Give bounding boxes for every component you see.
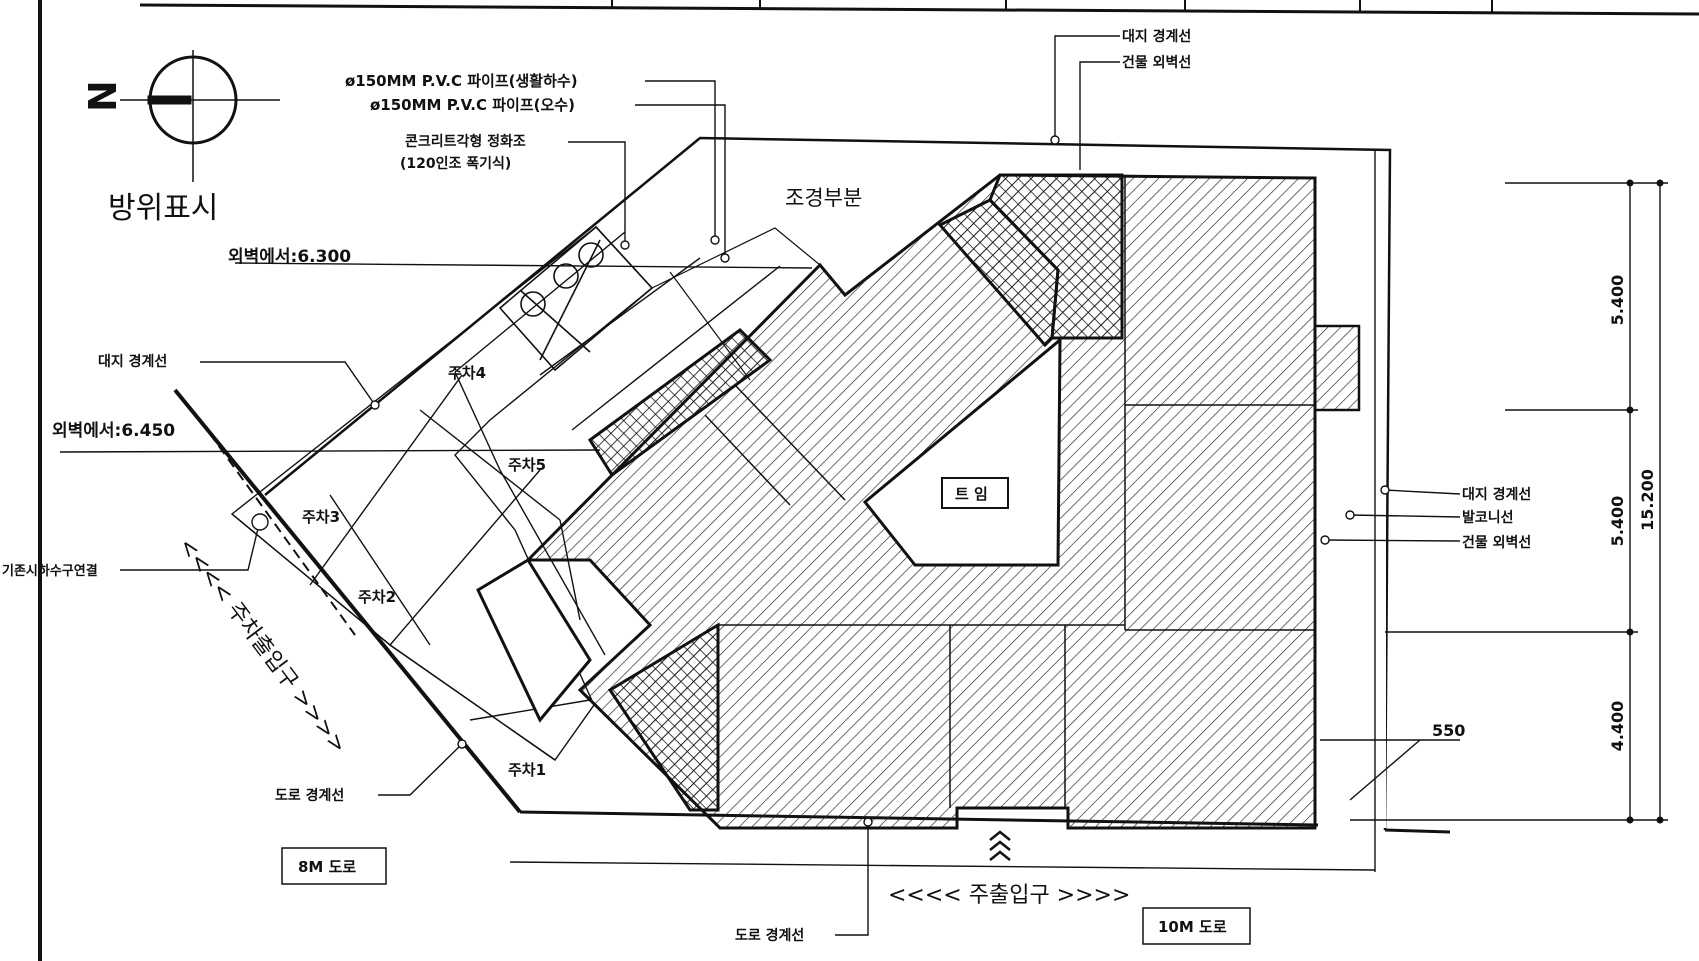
balcony-line-label: 발코니선	[1462, 509, 1514, 526]
dimension-3-label: 4.400	[1608, 701, 1627, 752]
building-wall-right-label: 건물 외벽선	[1462, 534, 1531, 551]
compass-icon	[120, 50, 280, 182]
parking-5-label: 주차5	[508, 456, 546, 474]
dimension-1-label: 5.400	[1608, 275, 1627, 326]
road-centerline-dashed	[199, 419, 356, 636]
building-wall-top-label: 건물 외벽선	[1122, 54, 1191, 71]
road-10m-box	[1142, 907, 1251, 945]
building-footprint	[476, 173, 1386, 830]
landscape-label: 조경부분	[785, 186, 862, 210]
compass-caption: 방위표시	[108, 191, 218, 226]
site-boundary-top-label: 대지 경계선	[1122, 28, 1191, 45]
drawing-frame	[38, 0, 1699, 961]
parking-area	[230, 226, 781, 761]
void-box	[941, 477, 1009, 509]
parking-2-label: 주차2	[358, 588, 396, 606]
road-8m-box	[281, 847, 387, 885]
leader-lines	[59, 35, 1461, 936]
parking-4-label: 주차4	[448, 364, 486, 382]
site-boundary-right-label: 대지 경계선	[1462, 486, 1531, 503]
site-boundary-left-label: 대지 경계선	[98, 353, 167, 370]
crosshatch-areas	[587, 173, 1124, 812]
dimension-2-label: 5.400	[1608, 496, 1627, 547]
wall-distance-1-label: 외벽에서:6.300	[228, 247, 351, 267]
void-label: 트 임	[955, 485, 988, 503]
main-entrance-label: <<<< 주출입구 >>>>	[888, 883, 1130, 908]
pipe-sewage-label: ø150MM P.V.C 파이프(생활하수)	[345, 72, 578, 90]
dimension-offset-label: 550	[1432, 721, 1465, 740]
compass-north-letter: N	[81, 80, 125, 112]
dimension-total-label: 15.200	[1638, 469, 1657, 531]
septic-label-1: 콘크리트각형 정화조	[405, 133, 526, 150]
sewer-connect-label: 기존시하수구연결	[2, 563, 98, 579]
dimension-lines	[1320, 182, 1668, 821]
dimension-ticks	[1626, 179, 1664, 824]
main-entrance-arrow-icon	[989, 830, 1011, 861]
parking-3-label: 주차3	[302, 508, 340, 526]
road-8m-label: 8M 도로	[298, 858, 356, 876]
parking-entrance-label: <<<< 주차출입구 >>>>	[173, 534, 351, 759]
septic-label-2: (120인조 폭기식)	[400, 155, 511, 172]
road-10m-label: 10M 도로	[1158, 918, 1227, 936]
road-boundary-left-label: 도로 경계선	[275, 787, 344, 804]
road-boundary-bottom-label: 도로 경계선	[735, 927, 804, 944]
wall-distance-2-label: 외벽에서:6.450	[52, 421, 175, 441]
pipe-waste-label: ø150MM P.V.C 파이프(오수)	[370, 96, 575, 114]
leader-dots	[251, 135, 1390, 827]
parking-1-label: 주차1	[508, 761, 546, 779]
